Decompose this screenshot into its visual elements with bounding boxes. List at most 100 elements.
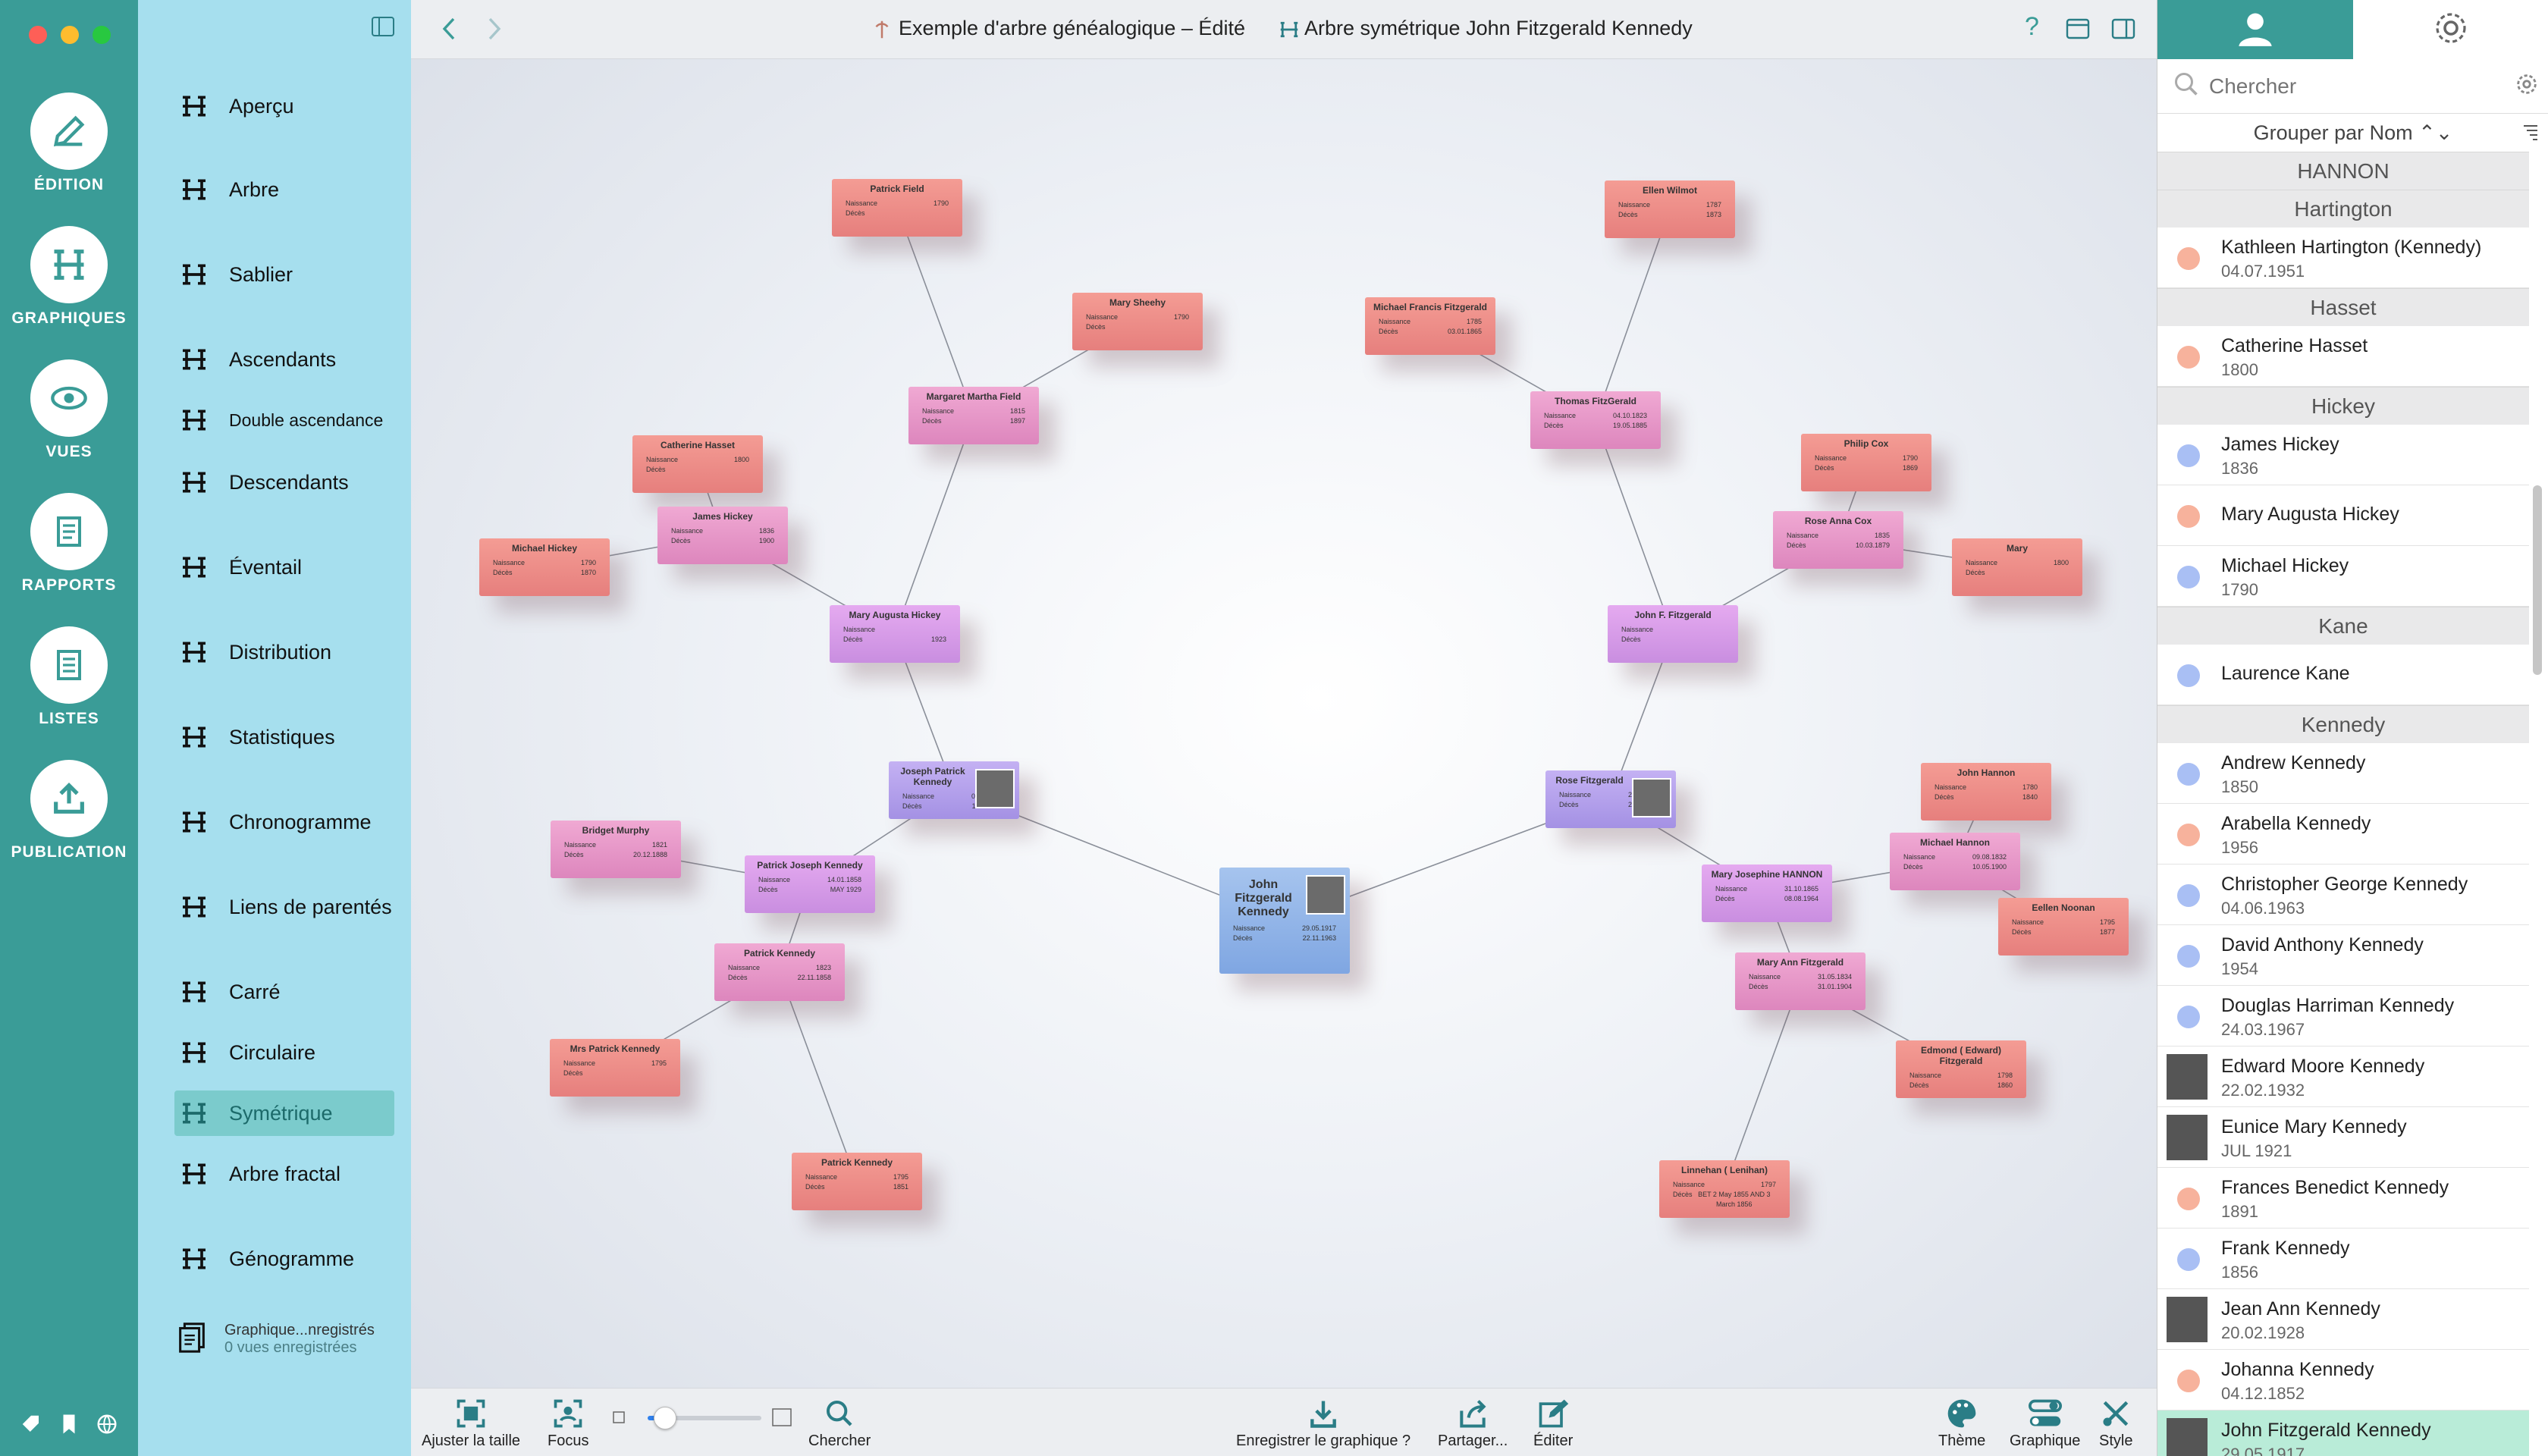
menu-item-asc[interactable]: Ascendants xyxy=(174,337,394,382)
rail-vues[interactable]: VUES xyxy=(0,359,138,461)
save-chart-button[interactable]: Enregistrer le graphique ? xyxy=(1236,1395,1410,1450)
help-button[interactable]: ? xyxy=(2025,12,2039,41)
search-settings-icon[interactable] xyxy=(2514,71,2540,101)
zoom-out-icon[interactable] xyxy=(613,1411,625,1427)
menu-item-dbl[interactable]: Double ascendance xyxy=(174,397,394,443)
fit-size-button[interactable]: Ajuster la taille xyxy=(422,1395,520,1450)
forward-icon[interactable] xyxy=(487,17,502,45)
share-button[interactable]: Partager... xyxy=(1438,1395,1508,1450)
saved-charts-item[interactable]: Graphique...nregistrés 0 vues enregistré… xyxy=(174,1320,375,1358)
person-list-item[interactable]: Mary Augusta Hickey xyxy=(2157,485,2529,546)
menu-item-hourglass[interactable]: Sablier xyxy=(174,252,394,297)
list-scrollbar[interactable] xyxy=(2533,485,2542,675)
menu-item-dist[interactable]: Distribution xyxy=(174,629,394,675)
menu-item-chrono[interactable]: Chronogramme xyxy=(174,799,394,845)
search-chart-button[interactable]: Chercher xyxy=(808,1395,871,1450)
zoom-in-icon[interactable] xyxy=(772,1408,792,1430)
zoom-window-button[interactable] xyxy=(93,26,111,44)
theme-button[interactable]: Thème xyxy=(1938,1395,1985,1450)
rail-publication[interactable]: PUBLICATION xyxy=(0,760,138,861)
window-icon[interactable] xyxy=(2066,18,2090,43)
bookmark-icon[interactable] xyxy=(61,1413,77,1439)
tag-icon[interactable] xyxy=(20,1413,42,1439)
zoom-slider[interactable] xyxy=(648,1416,761,1420)
menu-item-stats[interactable]: Statistiques xyxy=(174,714,394,760)
sort-icon[interactable] xyxy=(2522,123,2539,146)
menu-item-sym[interactable]: Symétrique xyxy=(174,1090,394,1136)
person-card[interactable]: Rose FitzgeraldNaissance22.07.1890Décès2… xyxy=(1545,770,1676,828)
rail-edition[interactable]: ÉDITION xyxy=(0,93,138,194)
globe-icon[interactable] xyxy=(96,1413,118,1439)
tab-settings[interactable] xyxy=(2353,0,2548,59)
edit-button[interactable]: Éditer xyxy=(1533,1395,1573,1450)
person-card[interactable]: Joseph Patrick KennedyNaissance06.09.188… xyxy=(889,761,1019,819)
focus-button[interactable]: Focus xyxy=(548,1395,588,1450)
person-list-item[interactable]: Kathleen Hartington (Kennedy)04.07.1951 xyxy=(2157,228,2529,288)
menu-item-dots[interactable]: Aperçu xyxy=(174,83,394,129)
zoom-slider-knob[interactable] xyxy=(654,1407,676,1429)
search-input[interactable] xyxy=(2209,74,2497,99)
rail-graphiques[interactable]: GRAPHIQUES xyxy=(0,226,138,328)
inspector-toggle-icon[interactable] xyxy=(2111,18,2135,43)
menu-item-carre[interactable]: Carré xyxy=(174,969,394,1015)
chart-options-button[interactable]: Graphique xyxy=(2010,1395,2080,1450)
menu-item-desc[interactable]: Descendants xyxy=(174,460,394,505)
rail-rapports[interactable]: RAPPORTS xyxy=(0,493,138,595)
tab-persons[interactable] xyxy=(2157,0,2353,59)
group-by-selector[interactable]: Grouper par Nom ⌃⌄ xyxy=(2253,121,2453,144)
minimize-window-button[interactable] xyxy=(61,26,79,44)
menu-item-links[interactable]: Liens de parentés xyxy=(174,884,394,930)
menu-item-fractal[interactable]: Arbre fractal xyxy=(174,1151,394,1197)
person-list-item[interactable]: Laurence Kane xyxy=(2157,645,2529,705)
back-icon[interactable] xyxy=(441,17,457,45)
menu-item-circ[interactable]: Circulaire xyxy=(174,1030,394,1075)
rail-listes[interactable]: LISTES xyxy=(0,626,138,728)
menu-item-tree[interactable]: Arbre xyxy=(174,167,394,212)
style-button[interactable]: Style xyxy=(2099,1395,2132,1450)
menu-item-geno[interactable]: Génogramme xyxy=(174,1236,394,1282)
menu-item-fan[interactable]: Éventail xyxy=(174,544,394,590)
sidebar-toggle-icon[interactable] xyxy=(372,17,394,40)
close-window-button[interactable] xyxy=(29,26,47,44)
